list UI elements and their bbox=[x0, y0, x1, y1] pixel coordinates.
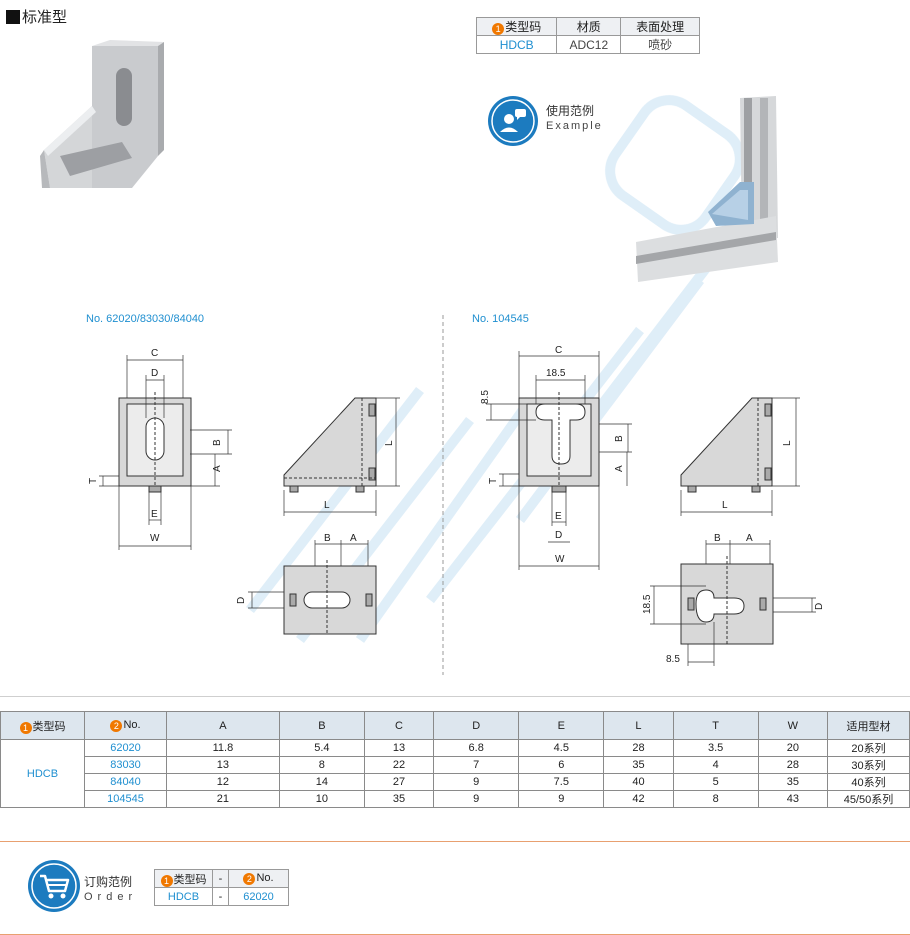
mat-cell-surface: 喷砂 bbox=[620, 35, 700, 54]
dim-b-left: B bbox=[212, 439, 223, 446]
dim-185-right-bottom: 18.5 bbox=[642, 594, 653, 614]
watermark-logo bbox=[246, 95, 745, 644]
order-cell-type: HDCB bbox=[154, 887, 213, 906]
number-2-icon: 2 bbox=[243, 873, 256, 885]
assembly-photo bbox=[636, 96, 778, 282]
right-front-dims bbox=[486, 351, 632, 570]
spec-header-c: C bbox=[363, 711, 435, 740]
right-side-dims bbox=[680, 397, 800, 516]
right-side-view bbox=[680, 397, 773, 493]
spec-header-t: T bbox=[672, 711, 759, 740]
bracket-photo bbox=[40, 40, 164, 188]
order-badge bbox=[28, 860, 80, 912]
dim-t-left: T bbox=[88, 478, 99, 484]
square-bullet-icon bbox=[6, 9, 20, 24]
dim-a-right-bottom: A bbox=[746, 533, 753, 544]
right-drawing-label: No. 104545 bbox=[472, 313, 529, 325]
number-1-icon: 1 bbox=[492, 23, 505, 35]
dim-85-right-bottom: 8.5 bbox=[666, 654, 680, 665]
left-front-view bbox=[118, 392, 192, 493]
left-side-dims bbox=[283, 397, 400, 516]
spec-header-a: A bbox=[166, 711, 280, 740]
table-row: 83030 13 8 22 7 6 35 4 28 30系列 bbox=[1, 756, 910, 774]
order-cell-dash: - bbox=[212, 887, 229, 906]
spec-type-code: HDCB bbox=[0, 739, 85, 808]
dim-c-right: C bbox=[555, 345, 562, 356]
order-label: 订购范例 Order bbox=[84, 875, 138, 903]
user-help-icon bbox=[491, 99, 535, 143]
order-cell-no: 62020 bbox=[228, 887, 289, 906]
example-badge bbox=[488, 96, 538, 146]
dim-b-right-bottom: B bbox=[714, 533, 721, 544]
dim-185-right: 18.5 bbox=[546, 368, 566, 379]
dim-l-left-side: L bbox=[384, 440, 395, 446]
dim-b-left-bottom: B bbox=[324, 533, 331, 544]
left-drawing-label: No. 62020/83030/84040 bbox=[86, 313, 205, 325]
left-bottom-dims bbox=[248, 540, 369, 609]
mat-cell-type: HDCB bbox=[475, 35, 558, 54]
dim-d-right-bottom: D bbox=[814, 603, 825, 610]
left-front-dims bbox=[99, 355, 232, 550]
right-bottom-dims bbox=[650, 540, 816, 666]
number-2-icon: 2 bbox=[110, 720, 123, 732]
left-side-view bbox=[283, 397, 377, 493]
dim-b-right: B bbox=[614, 435, 625, 442]
dim-a-left: A bbox=[212, 465, 223, 472]
shopping-cart-icon bbox=[31, 863, 77, 909]
dim-l-right-bottom: L bbox=[722, 500, 728, 511]
dim-85-right-front: 8.5 bbox=[480, 390, 491, 404]
example-label: 使用范例 Example bbox=[546, 104, 603, 132]
right-bottom-view bbox=[680, 556, 774, 645]
spec-header-w: W bbox=[757, 711, 829, 740]
technical-drawings: C D B A T E W L L B A D C 18.5 8.5 B A T… bbox=[88, 95, 825, 675]
dim-d-left-bottom: D bbox=[236, 597, 247, 604]
dim-t-right: T bbox=[488, 478, 499, 484]
dim-d-right-front: D bbox=[555, 530, 562, 541]
spec-header-profile: 适用型材 bbox=[827, 711, 910, 740]
dim-l-left-bottom: L bbox=[324, 500, 330, 511]
table-row: 104545 21 10 35 9 9 42 8 43 45/50系列 bbox=[1, 790, 910, 808]
right-front-view bbox=[518, 392, 600, 493]
dim-a-left-bottom: A bbox=[350, 533, 357, 544]
spec-header-l: L bbox=[603, 711, 674, 740]
mat-header-surface: 表面处理 bbox=[620, 17, 700, 36]
spec-header-b: B bbox=[278, 711, 365, 740]
dim-c-left: C bbox=[151, 348, 158, 359]
dim-w-right: W bbox=[555, 554, 565, 565]
table-row: HDCB 62020 11.8 5.4 13 6.8 4.5 28 3.5 20… bbox=[0, 739, 910, 808]
mat-header-material: 材质 bbox=[556, 17, 622, 36]
section-title-text: 标准型 bbox=[22, 9, 68, 26]
number-1-icon: 1 bbox=[19, 721, 32, 734]
dim-w-left: W bbox=[150, 533, 160, 544]
number-1-icon: 1 bbox=[160, 874, 173, 887]
spec-header-d: D bbox=[433, 711, 520, 740]
table-row: 84040 12 14 27 9 7.5 40 5 35 40系列 bbox=[1, 773, 910, 791]
dim-e-right: E bbox=[555, 511, 562, 522]
dim-e-left: E bbox=[151, 509, 158, 520]
left-bottom-view bbox=[283, 560, 377, 635]
dim-l-right-side: L bbox=[782, 440, 793, 446]
dimension-labels: C D B A T E W L L B A D C 18.5 8.5 B A T… bbox=[88, 345, 825, 665]
order-header-dash: - bbox=[212, 869, 229, 888]
dim-a-right: A bbox=[614, 465, 625, 472]
spec-header-e: E bbox=[518, 711, 605, 740]
section-title: 标准型 bbox=[6, 6, 67, 27]
dim-d-left: D bbox=[151, 368, 158, 379]
